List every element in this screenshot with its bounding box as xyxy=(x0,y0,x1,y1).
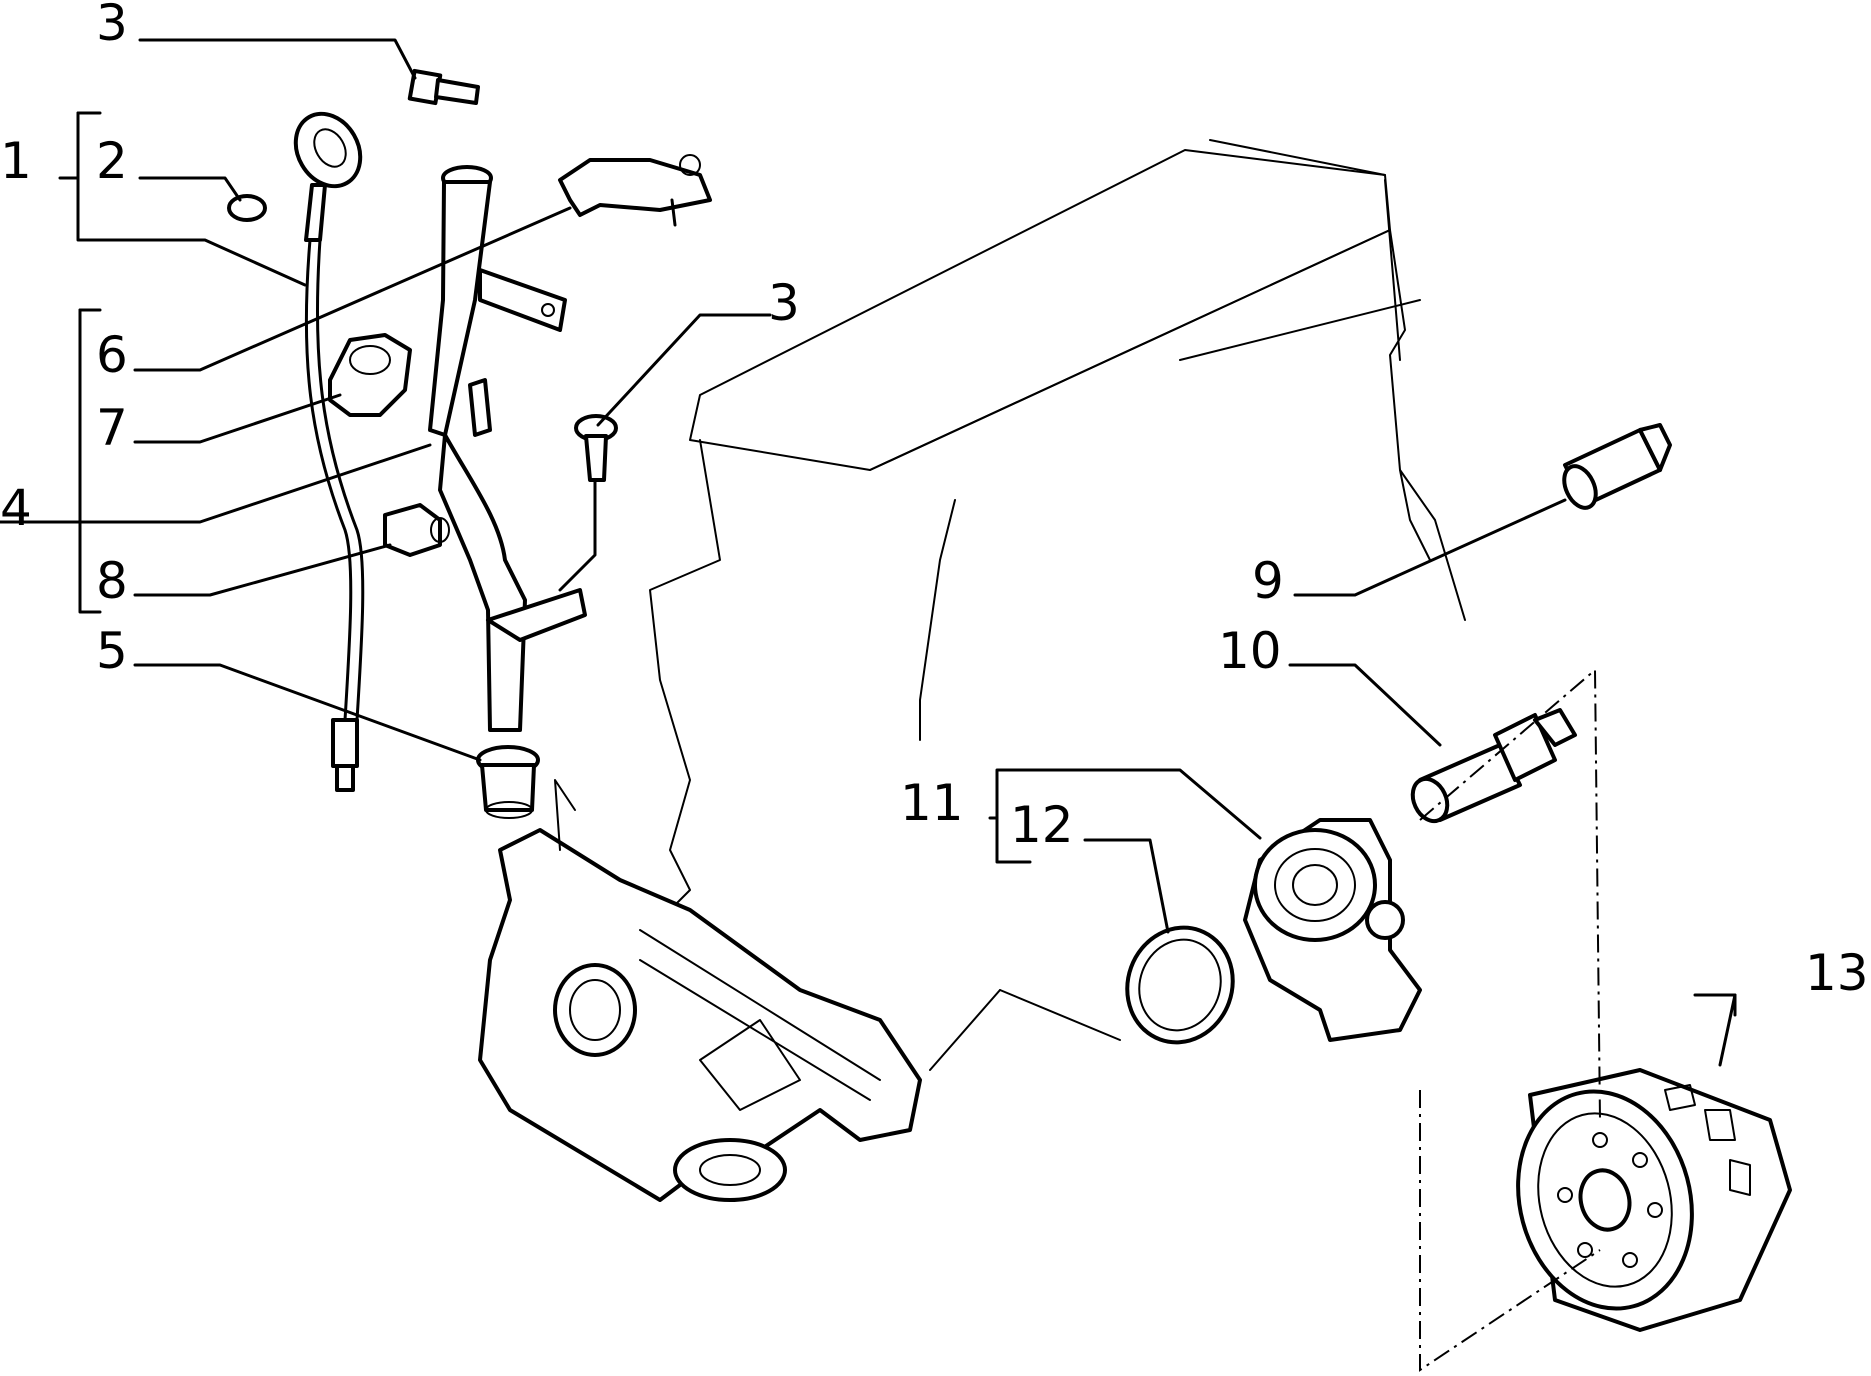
callout-3-top: 3 xyxy=(96,0,128,52)
bolt-top xyxy=(407,68,480,106)
callout-6: 6 xyxy=(96,326,128,384)
callout-13: 13 xyxy=(1805,944,1869,1002)
callout-9: 9 xyxy=(1252,552,1284,610)
callout-4: 4 xyxy=(0,479,32,537)
oil-filter xyxy=(1516,1068,1792,1332)
callout-7: 7 xyxy=(96,399,128,457)
callout-10: 10 xyxy=(1218,622,1282,680)
grommet xyxy=(476,745,540,819)
callout-2: 2 xyxy=(96,132,128,190)
callout-11: 11 xyxy=(900,774,964,832)
clip-upper xyxy=(328,333,412,417)
dipstick xyxy=(293,111,365,792)
oil-pressure-sensor xyxy=(1562,423,1672,510)
washer xyxy=(227,194,267,222)
union-screw xyxy=(1410,708,1577,824)
engine-block-outline xyxy=(639,139,1466,1071)
dipstick-guide-tube xyxy=(428,165,587,732)
leader-lines xyxy=(0,38,1737,1067)
bolt-middle xyxy=(574,414,618,482)
callout-5: 5 xyxy=(96,622,128,680)
callout-1: 1 xyxy=(0,132,32,190)
bracket xyxy=(558,154,712,227)
callout-3-middle: 3 xyxy=(768,274,800,332)
clip-lower xyxy=(383,503,450,557)
callout-8: 8 xyxy=(96,552,128,610)
seal-ring xyxy=(1125,925,1235,1045)
callout-12: 12 xyxy=(1010,796,1074,854)
callout-labels: 3 1 2 3 6 7 4 8 5 9 10 11 12 13 xyxy=(0,0,1869,1002)
oil-pump-assembly xyxy=(478,779,922,1202)
filter-support xyxy=(1243,818,1422,1042)
alignment-lines xyxy=(1419,667,1601,1372)
